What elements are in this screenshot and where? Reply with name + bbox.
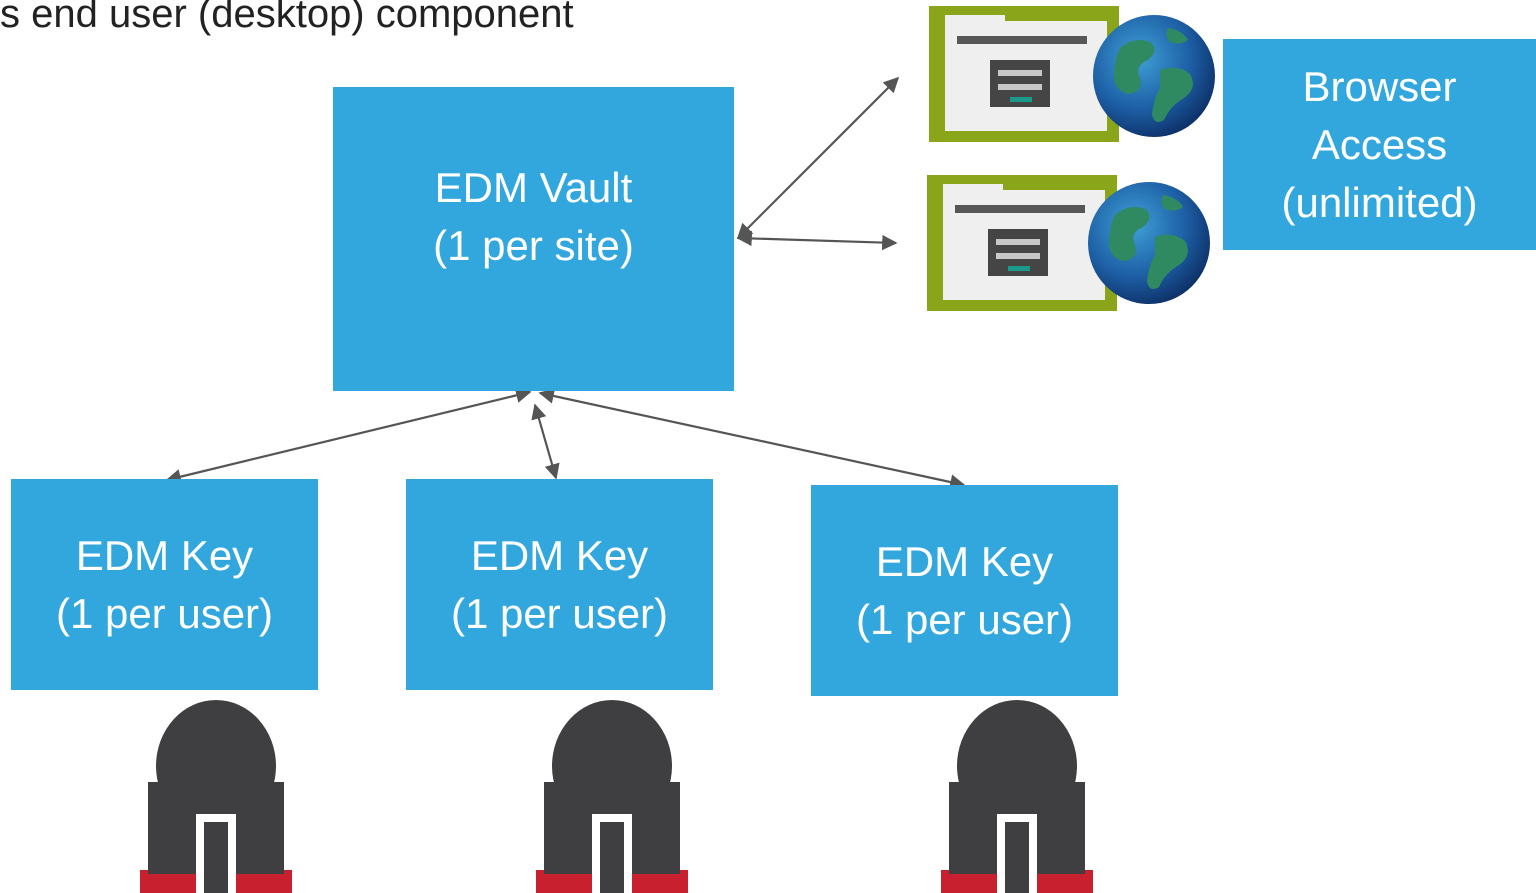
globe-icon [1093,15,1215,137]
arrow-vault-to-browser-top [736,76,900,240]
edm-key-box-2: EDM Key (1 per user) [406,479,713,690]
key-subtitle: (1 per user) [55,589,274,637]
key-subtitle: (1 per user) [450,589,669,637]
browser-access-line-1: Browser [1302,62,1457,110]
vault-title: EDM Vault [434,164,633,211]
browser-window-icon [927,175,1117,311]
arrow-vault-to-browser-bottom [736,230,898,251]
browser-window-icon [929,6,1119,142]
slide-title: s end user (desktop) component [0,0,574,36]
key-title: EDM Key [75,531,254,579]
user-at-computer-icon [140,700,292,893]
edm-key-box-3: EDM Key (1 per user) [811,485,1118,696]
key-subtitle: (1 per user) [855,595,1074,643]
vault-subtitle: (1 per site) [433,222,634,269]
browser-access-line-2: Access [1311,120,1448,168]
arrow-vault-to-key-3 [538,388,966,490]
browser-access-line-3: (unlimited) [1281,178,1478,226]
browser-access-box: Browser Access (unlimited) [1223,39,1536,250]
user-at-computer-icon [941,700,1093,893]
arrow-vault-to-key-1 [165,387,532,485]
edm-key-box-1: EDM Key (1 per user) [11,479,318,690]
user-at-computer-icon [536,700,688,893]
key-title: EDM Key [875,537,1054,585]
globe-icon [1088,182,1210,304]
key-title: EDM Key [470,531,649,579]
edm-vault-box: EDM Vault (1 per site) [333,87,734,391]
